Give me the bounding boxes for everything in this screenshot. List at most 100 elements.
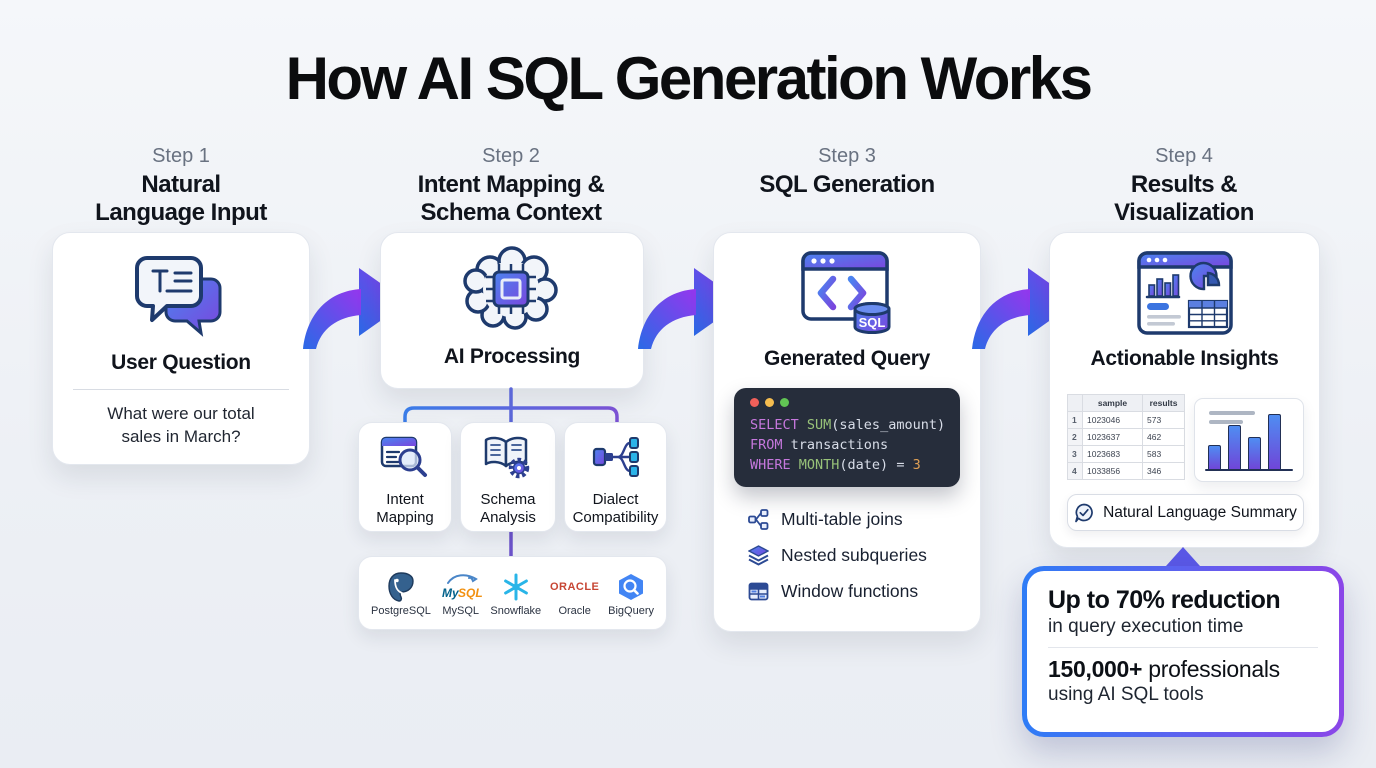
table-cell: 2 <box>1067 428 1083 446</box>
step1-title-line1: Natural <box>141 171 221 198</box>
subcard3-label-line1: Dialect <box>592 491 639 508</box>
subcard1-label-line1: Intent <box>386 491 424 508</box>
stat1-subtext: in query execution time <box>1048 616 1244 637</box>
stat2-subtext: using AI SQL tools <box>1048 684 1204 705</box>
db-item-mysql: My SQL MySQL <box>440 571 482 617</box>
db-label-snowflake: Snowflake <box>490 605 542 617</box>
feature-text: Window functions <box>781 581 919 601</box>
schema-analysis-subcard: Schema Analysis <box>460 422 556 532</box>
table-row: 1 1023046 573 <box>1067 411 1185 429</box>
step1-header: Step 1 Natural Language Input <box>31 145 331 227</box>
table-cell: 583 <box>1142 445 1185 463</box>
feature-window-functions: Window functions <box>748 581 980 602</box>
db-label-bigquery: BigQuery <box>608 605 654 617</box>
generated-query-card: SQL Generated Query SELECT SUM(sales_amo… <box>713 232 981 632</box>
table-cell: 573 <box>1142 411 1185 429</box>
intent-mapping-icon <box>380 436 427 477</box>
db-label-oracle: Oracle <box>558 605 591 617</box>
callout-pointer-icon <box>1166 547 1200 566</box>
mini-bar-chart-panel <box>1194 398 1304 482</box>
step4-label: Step 4 <box>1155 145 1213 167</box>
branch-connector-lines <box>403 387 619 558</box>
feature-nested-subqueries: Nested subqueries <box>748 545 980 566</box>
step3-header: Step 3 SQL Generation <box>697 145 997 199</box>
intent-mapping-subcard: Intent Mapping <box>358 422 452 532</box>
schema-analysis-icon <box>484 436 530 479</box>
subcard3-label-line2: Compatibility <box>572 508 659 526</box>
table-cell: 462 <box>1142 428 1185 446</box>
step1-label: Step 1 <box>152 145 210 167</box>
ai-processing-card: AI Processing <box>380 232 644 389</box>
card3-title: Generated Query <box>764 347 930 370</box>
sql-keyword: SELECT <box>750 417 807 433</box>
db-item-bigquery: BigQuery <box>608 571 654 617</box>
sql-keyword: WHERE <box>750 457 799 473</box>
dashboard-icon <box>1136 251 1233 335</box>
feature-text: Multi-table joins <box>781 509 903 529</box>
user-question-text-line2: sales in March? <box>121 427 241 446</box>
table-row: 4 1033856 346 <box>1067 462 1185 480</box>
user-question-text-line1: What were our total <box>107 404 255 423</box>
subcard2-label-line2: Analysis <box>480 508 536 526</box>
chat-bubbles-icon <box>135 256 222 337</box>
mysql-text-my: My <box>442 586 460 600</box>
postgresql-logo-icon <box>388 572 414 602</box>
table-cell: 1023637 <box>1082 428 1143 446</box>
stat2-headline: 150,000+ professionals <box>1048 656 1318 683</box>
db-item-oracle: ORACLE Oracle <box>550 571 599 617</box>
db-item-postgresql: PostgreSQL <box>371 571 431 617</box>
check-bubble-icon <box>1075 503 1093 522</box>
table-cell: 1023683 <box>1082 445 1143 463</box>
sql-code-window-icon: SQL <box>801 251 891 334</box>
stat2-rest: professionals <box>1142 656 1280 682</box>
step2-header: Step 2 Intent Mapping & Schema Context <box>361 145 661 227</box>
step1-title-line2: Language Input <box>95 199 267 226</box>
mysql-text-sql: SQL <box>458 586 482 600</box>
sql-code-block: SELECT SUM(sales_amount) FROM transactio… <box>734 388 960 487</box>
card1-divider <box>73 389 289 390</box>
sql-function: SUM <box>806 417 832 433</box>
table-header: sample <box>1082 394 1143 412</box>
card4-title: Actionable Insights <box>1090 347 1279 370</box>
actionable-insights-card: Actionable Insights sample results 1 102… <box>1049 232 1320 548</box>
step3-label: Step 3 <box>818 145 876 167</box>
stats-callout: Up to 70% reduction in query execution t… <box>1022 566 1344 737</box>
chart-caption-line <box>1209 411 1255 415</box>
step4-header: Step 4 Results & Visualization <box>1034 145 1334 227</box>
feature-text: Nested subqueries <box>781 545 927 565</box>
natural-language-summary-pill: Natural Language Summary <box>1067 494 1304 531</box>
sql-keyword: FROM <box>750 437 783 453</box>
stat2-number: 150,000+ <box>1048 656 1143 682</box>
snowflake-logo-icon <box>503 573 528 601</box>
step4-title-line2: Visualization <box>1114 199 1254 226</box>
table-grid-icon <box>748 582 769 601</box>
page-title: How AI SQL Generation Works <box>285 45 1093 112</box>
mini-bars <box>1208 414 1281 469</box>
user-question-card: User Question What were our total sales … <box>52 232 310 465</box>
sql-plain: (date) = <box>839 457 913 473</box>
db-item-snowflake: Snowflake <box>490 571 541 617</box>
chart-baseline <box>1205 468 1293 471</box>
window-traffic-dots-icon <box>750 398 960 407</box>
layers-icon <box>748 545 769 566</box>
ai-brain-chip-icon <box>463 246 558 330</box>
db-label-mysql: MySQL <box>442 605 480 617</box>
sql-plain: transactions <box>782 437 889 453</box>
sql-badge-text: SQL <box>859 315 886 330</box>
table-cell: 1023046 <box>1082 411 1143 429</box>
table-cell: 4 <box>1067 462 1083 480</box>
callout-divider <box>1048 647 1318 648</box>
step3-title-line1: SQL Generation <box>759 171 935 198</box>
table-row: 3 1023683 583 <box>1067 445 1185 463</box>
bigquery-logo-icon <box>619 574 644 600</box>
sql-number: 3 <box>912 457 921 473</box>
stat1-headline: Up to 70% reduction <box>1048 586 1281 614</box>
dialect-compatibility-subcard: Dialect Compatibility <box>564 422 667 532</box>
table-row: 2 1023637 462 <box>1067 428 1185 446</box>
summary-label: Natural Language Summary <box>1103 503 1297 521</box>
card1-title: User Question <box>111 351 251 374</box>
oracle-logo-icon: ORACLE <box>549 581 600 593</box>
chart-caption-line <box>1209 420 1243 424</box>
feature-multi-table-joins: Multi-table joins <box>748 509 980 530</box>
